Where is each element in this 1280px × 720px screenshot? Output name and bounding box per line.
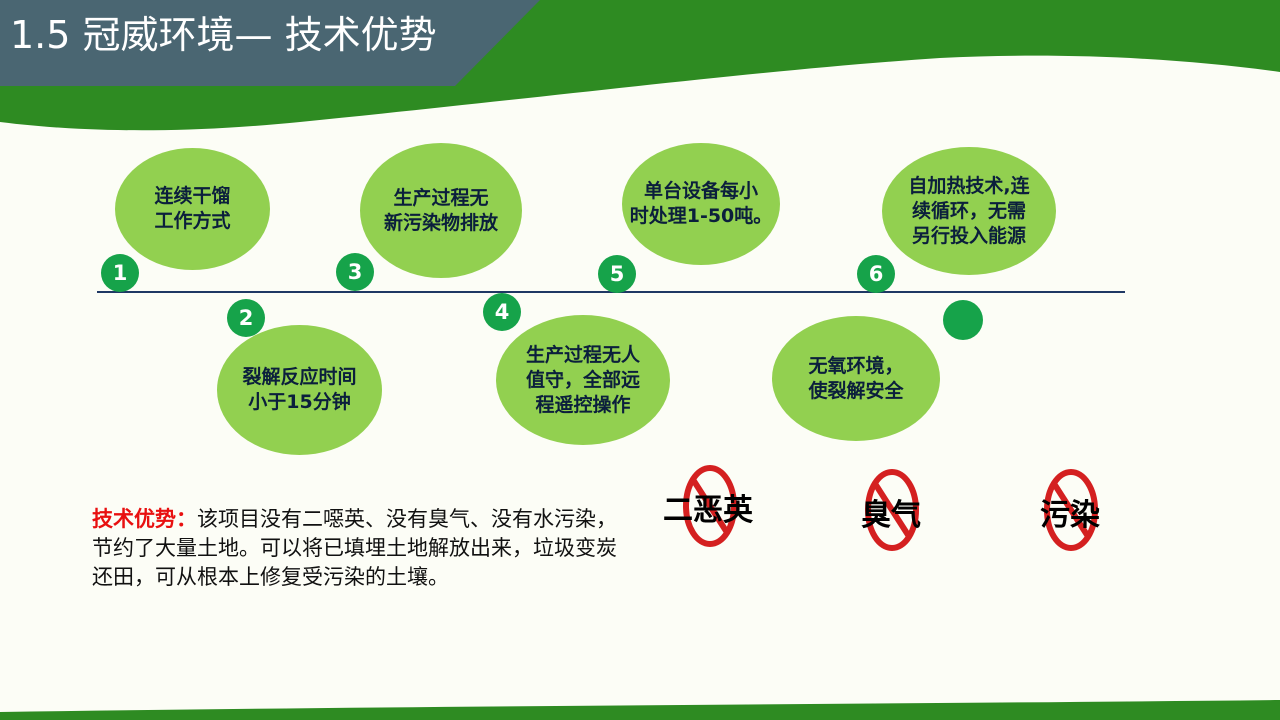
footer-green-band [0,700,1280,720]
feature-bubble-2: 裂解反应时间 小于15分钟 [217,325,382,455]
no-symbol-icon [865,469,919,551]
feature-bubble-5: 单台设备每小 时处理1-50吨。 [622,143,780,265]
prohibited-label-dioxin: 二恶英 [663,493,753,528]
page-title: 1.5 冠威环境— 技术优势 [10,13,437,57]
feature-bubble-3: 生产过程无 新污染物排放 [360,143,522,278]
step-badge-3: 3 [336,253,374,291]
step-badge-5: 5 [598,255,636,293]
feature-text-3: 生产过程无 新污染物排放 [383,186,498,234]
feature-bubble-6: 无氧环境， 使裂解安全 [772,316,940,441]
feature-text-2: 裂解反应时间 小于15分钟 [242,366,357,413]
feature-text-4: 生产过程无人 值守，全部远 程遥控操作 [525,343,640,416]
advantage-text: 该项目没有二噁英、没有臭气、没有水污染，节约了大量土地。可以将已填埋土地解放出来… [92,507,617,589]
prohibited-label-pollution: 污染 [1040,498,1100,533]
step-badge-2: 2 [227,299,265,337]
feature-bubble-1: 连续干馏 工作方式 [115,148,270,270]
step-badge-1: 1 [101,254,139,292]
step-badge-4: 4 [483,293,521,331]
feature-text-6: 无氧环境， 使裂解安全 [808,354,904,402]
feature-bubble-7: 自加热技术,连 续循环，无需 另行投入能源 [882,147,1056,275]
title-bar [0,0,540,86]
advantage-description: 技术优势：该项目没有二噁英、没有臭气、没有水污染，节约了大量土地。可以将已填埋土… [92,505,637,592]
no-symbol-icon [1044,469,1098,551]
feature-text-7: 自加热技术,连 续循环，无需 另行投入能源 [908,174,1030,247]
feature-bubble-4: 生产过程无人 值守，全部远 程遥控操作 [496,315,670,445]
no-symbol-icon [683,465,737,547]
feature-text-1: 连续干馏 工作方式 [154,185,231,232]
feature-text-5: 单台设备每小 时处理1-50吨。 [629,180,773,227]
step-badge-6: 6 [857,255,895,293]
advantage-colon: ： [176,507,197,531]
step-badge-7 [943,300,983,340]
prohibited-label-odor: 臭气 [861,498,921,533]
advantage-label: 技术优势 [92,507,176,531]
